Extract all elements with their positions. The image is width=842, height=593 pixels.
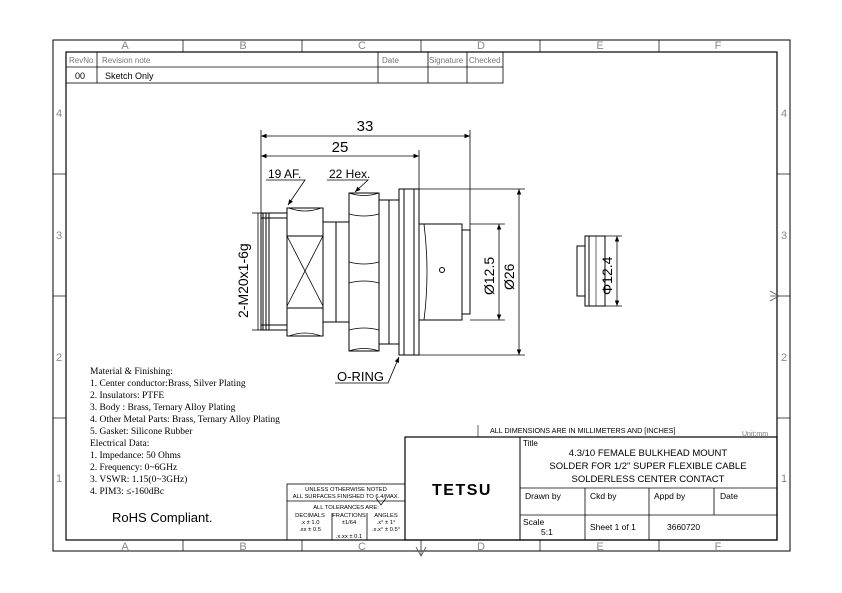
- drawn-by-label: Drawn by: [525, 491, 562, 501]
- row-label-right-4: 4: [781, 108, 787, 120]
- tolerance-box: UNLESS OTHERWISE NOTED ALL SURFACES FINI…: [286, 483, 406, 541]
- row-label-right-3: 3: [781, 230, 787, 242]
- dim-body-length: 25: [332, 139, 349, 156]
- rev-header-note: Revision note: [102, 56, 151, 65]
- company-logo: TETSU: [432, 482, 492, 499]
- tol-col-decimals: DECIMALS: [295, 513, 325, 519]
- rev-header-signature: Signature: [429, 56, 464, 65]
- tol-ang2: .x.x° ± 0.5°: [372, 527, 400, 533]
- col-label-bottom-d: D: [477, 541, 485, 553]
- title-line-2: SOLDER FOR 1/2" SUPER FLEXIBLE CABLE: [549, 461, 746, 472]
- units-note: ALL DIMENSIONS ARE IN MILLIMETERS AND [I…: [490, 426, 675, 435]
- tol-dec2: .xx ± 0.5: [299, 527, 321, 533]
- col-label-top-b: B: [239, 40, 246, 52]
- tol-col-angles: ANGLES: [374, 513, 398, 519]
- tol-line1: UNLESS OTHERWISE NOTED: [305, 487, 387, 493]
- dim-dia-contact: Φ12.4: [599, 256, 615, 295]
- dim-thread: 2-M20x1-6g: [235, 243, 251, 318]
- col-label-top-f: F: [715, 40, 722, 52]
- note-line: 2. Insulators: PTFE: [90, 391, 164, 401]
- dimension-lines: [252, 130, 622, 384]
- rev-row-note: Sketch Only: [105, 71, 154, 81]
- note-line: 3. VSWR: 1.15(0~3GHz): [90, 474, 187, 485]
- row-label-left-2: 2: [56, 352, 62, 364]
- dim-hex-22: 22 Hex.: [329, 167, 370, 181]
- tol-line3: ALL TOLERANCES ARE:: [313, 505, 379, 511]
- row-label-left-4: 4: [56, 108, 62, 120]
- part-number: 3660720: [667, 522, 700, 532]
- centering-marks: [415, 290, 785, 557]
- revision-table: RevNo Revision note Date Signature Check…: [65, 51, 504, 84]
- note-line: Material & Finishing:: [90, 367, 173, 377]
- rev-header-date: Date: [382, 56, 399, 65]
- ckd-by-label: Ckd by: [590, 491, 617, 501]
- col-label-top-a: A: [121, 40, 129, 52]
- dim-dia-flange: Ø26: [501, 263, 517, 290]
- material-notes: Material & Finishing: 1. Center conducto…: [90, 367, 280, 497]
- col-label-bottom-a: A: [121, 541, 129, 553]
- tol-col-fractions: FRACTIONS: [332, 513, 366, 519]
- connector-side-view: [260, 188, 471, 356]
- rohs-compliant: RoHS Compliant.: [112, 510, 212, 525]
- col-label-top-e: E: [596, 40, 603, 52]
- note-line: 2. Frequency: 0~6GHz: [90, 463, 177, 473]
- note-line: 1. Center conductor:Brass, Silver Platin…: [90, 379, 246, 389]
- col-label-bottom-b: B: [239, 541, 246, 553]
- note-line: 4. PIM3: ≤-160dBc: [90, 487, 164, 497]
- note-line: 3. Body : Brass, Ternary Alloy Plating: [90, 403, 236, 413]
- note-line: Electrical Data:: [90, 439, 149, 449]
- row-label-left-1: 1: [56, 473, 62, 485]
- col-label-top-c: C: [358, 40, 366, 52]
- title-line-3: SOLDERLESS CENTER CONTACT: [572, 474, 725, 485]
- tol-dec1: .x ± 1.0: [301, 520, 320, 526]
- tol-dec3: .x.xx ± 0.1: [336, 534, 362, 540]
- rev-header-revno: RevNo: [69, 56, 94, 65]
- dim-overall-length: 33: [357, 118, 374, 135]
- scale-label: Scale: [523, 517, 545, 527]
- col-label-top-d: D: [477, 40, 485, 52]
- sheet-number: Sheet 1 of 1: [590, 522, 636, 532]
- rev-header-checked: Checked: [469, 56, 501, 65]
- row-label-left-3: 3: [56, 230, 62, 242]
- note-line: 5. Gasket: Silicone Rubber: [90, 427, 193, 437]
- col-label-bottom-e: E: [596, 541, 603, 553]
- dim-hex-19af: 19 AF.: [268, 167, 301, 181]
- note-line: 4. Other Metal Parts: Brass, Ternary All…: [90, 415, 280, 425]
- col-label-bottom-f: F: [715, 541, 722, 553]
- contact-side-view: [576, 235, 606, 307]
- unit-label: Unit:mm: [742, 431, 768, 438]
- row-label-right-2: 2: [781, 352, 787, 364]
- row-label-right-1: 1: [781, 473, 787, 485]
- note-line: 1. Impedance: 50 Ohms: [90, 451, 181, 461]
- title-label: Title: [523, 439, 538, 448]
- col-label-bottom-c: C: [358, 541, 366, 553]
- scale-value: 5:1: [541, 527, 553, 537]
- title-block: ALL DIMENSIONS ARE IN MILLIMETERS AND [I…: [404, 425, 778, 541]
- label-oring: O-RING: [337, 369, 384, 384]
- rev-row-revno: 00: [75, 71, 85, 81]
- dim-dia-inner: Ø12.5: [481, 257, 497, 295]
- tol-line2: ALL SURFACES FINISHED TO 6.4/MAX.: [293, 494, 400, 500]
- tol-ang1: .x° ± 1°: [377, 520, 396, 526]
- tol-frac1: ±1/64: [342, 520, 357, 526]
- title-line-1: 4.3/10 FEMALE BULKHEAD MOUNT: [569, 448, 728, 459]
- date-label: Date: [720, 491, 738, 501]
- appd-by-label: Appd by: [654, 491, 686, 501]
